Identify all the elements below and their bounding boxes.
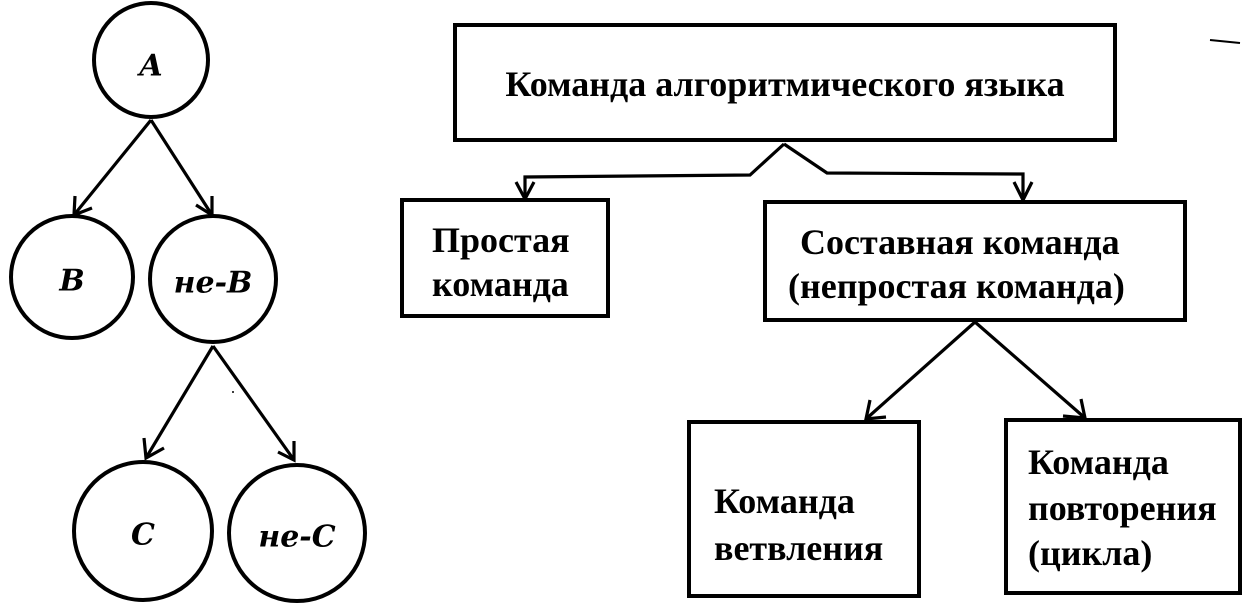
arrowhead-compound-branch — [863, 399, 887, 421]
edge-root-compound — [783, 142, 1025, 198]
node-C-label: C — [131, 518, 155, 553]
node-A-circle — [92, 1, 210, 119]
node-B-circle — [9, 214, 135, 340]
node-compound-command: Составная команда (непростая команда) — [763, 200, 1187, 322]
node-branch-command: Команда ветвления — [687, 420, 921, 598]
node-root-label: Команда алгоритмического языка — [505, 64, 1064, 104]
node-simple-label-line2: команда — [432, 264, 569, 304]
node-compound-label-line2: (непростая команда) — [788, 266, 1125, 306]
node-branch-label-line1: Команда — [714, 481, 855, 521]
node-not-B-circle — [148, 214, 278, 344]
node-not-C-label: не-C — [258, 520, 335, 555]
node-C-circle — [72, 460, 214, 602]
edge-notB-notC — [211, 345, 296, 461]
stray-dot — [232, 391, 234, 393]
node-compound-box — [763, 200, 1187, 322]
node-root: Команда алгоритмического языка — [453, 23, 1117, 142]
node-not-B: не-B — [148, 214, 278, 344]
edge-root-simple — [523, 142, 786, 197]
node-compound-label-line1: Составная команда — [800, 222, 1120, 262]
node-A-label: A — [136, 49, 162, 84]
edge-compound-branch — [864, 320, 977, 421]
node-not-C: не-C — [227, 463, 367, 603]
node-simple-label-line1: Простая — [432, 220, 570, 260]
node-loop-label-line2: повторения — [1028, 488, 1217, 528]
node-simple-box — [400, 198, 610, 318]
node-loop-box — [1004, 418, 1242, 595]
edge-notB-C — [144, 345, 215, 459]
edge-A-notB — [149, 119, 214, 216]
node-loop-label-line1: Команда — [1028, 442, 1169, 482]
node-A: A — [92, 1, 210, 119]
node-C: C — [72, 460, 214, 602]
node-not-C-circle — [227, 463, 367, 603]
arrowhead-notB-notC — [277, 441, 296, 463]
stray-mark — [1209, 39, 1241, 44]
node-loop-label-line3: (цикла) — [1028, 533, 1152, 573]
node-B: B — [9, 214, 135, 340]
node-loop-command: Команда повторения (цикла) — [1004, 418, 1242, 595]
left-tree: A B не-B C не-C — [9, 1, 367, 603]
right-tree: Команда алгоритмического языка Простая к… — [400, 23, 1242, 598]
node-simple-command: Простая команда — [400, 198, 610, 318]
node-B-label: B — [58, 264, 84, 299]
edge-compound-loop — [973, 320, 1087, 420]
edge-A-B — [72, 118, 153, 217]
node-branch-box — [687, 420, 921, 598]
node-root-box — [453, 23, 1117, 142]
node-not-B-label: не-B — [174, 266, 253, 301]
node-branch-label-line2: ветвления — [714, 528, 883, 568]
arrowhead-notB-C — [142, 437, 165, 461]
